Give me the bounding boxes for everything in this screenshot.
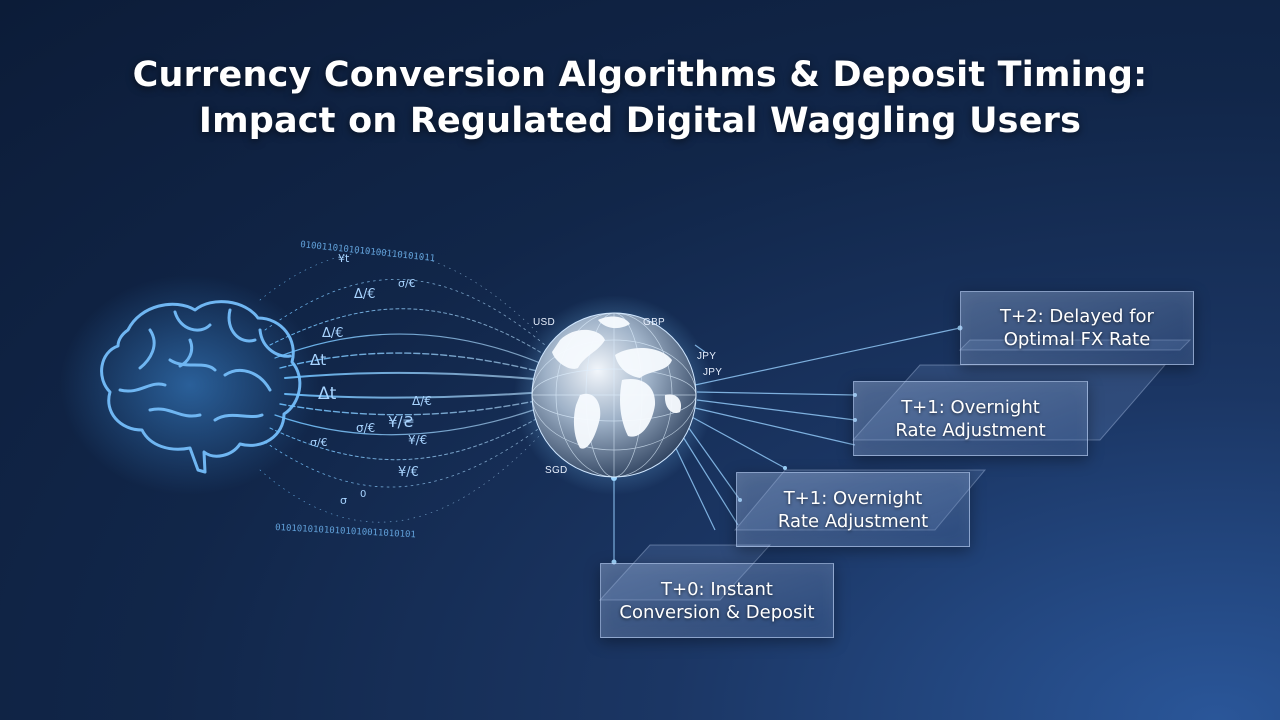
data-stream: [259, 251, 547, 523]
stream-symbol: Δ/€: [354, 287, 376, 302]
stream-symbol: ¥/₴: [388, 413, 414, 431]
currency-label-gbp: GBP: [643, 317, 666, 328]
stream-symbol: σ: [340, 494, 347, 507]
stream-symbol: σ/€: [310, 436, 328, 449]
stream-symbol: ¥t: [338, 252, 350, 265]
step-line-1: T+2: Delayed for: [1000, 306, 1154, 327]
step-line-2: Optimal FX Rate: [1003, 329, 1151, 350]
step-box-t1-lower: T+1: Overnight Rate Adjustment: [736, 472, 970, 547]
stream-symbol: ¥/€: [398, 465, 419, 480]
title-line-1: Currency Conversion Algorithms & Deposit…: [132, 55, 1148, 95]
stream-symbol: ¥/€: [408, 433, 427, 447]
stream-symbols: ¥t σ/€ Δ/€ Δ/€ Δt Δt Δ/€ σ/€ ¥/₴ ¥/€ ¥/€…: [310, 252, 432, 507]
currency-label-sgd: SGD: [545, 465, 568, 476]
step-box-t0: T+0: Instant Conversion & Deposit: [600, 563, 834, 638]
stream-symbol: σ/€: [398, 277, 416, 290]
stream-symbol: Δt: [310, 351, 326, 369]
binary-bottom: 01010101010101010011010101: [275, 523, 416, 540]
stream-symbol: Δt: [318, 384, 337, 404]
step-line-1: T+1: Overnight: [901, 396, 1040, 418]
page-title: Currency Conversion Algorithms & Deposit…: [0, 52, 1280, 144]
globe-icon: [531, 312, 697, 478]
brain-glow: [60, 275, 320, 495]
brain-icon: [100, 300, 302, 474]
stream-symbol: Δ/€: [322, 326, 344, 341]
binary-top: 0100110101010100110101011: [300, 240, 436, 264]
step-line-2: Rate Adjustment: [777, 510, 929, 532]
title-line-2: Impact on Regulated Digital Waggling Use…: [198, 101, 1082, 141]
step-line-2: Conversion & Deposit: [619, 601, 815, 623]
stream-symbol: σ/€: [356, 421, 375, 435]
step-box-t2: T+2: Delayed for Optimal FX Rate: [960, 291, 1194, 365]
step-line-2: Rate Adjustment: [895, 419, 1046, 441]
currency-label-usd: USD: [533, 317, 556, 328]
step-line-1: T+0: Instant: [661, 578, 773, 600]
currency-label-jpy: JPY: [703, 367, 723, 378]
stream-symbol: 0: [360, 489, 366, 500]
stream-symbol: Δ/€: [412, 394, 432, 408]
currency-label-jpy: JPY: [697, 351, 717, 362]
step-line-1: T+1: Overnight: [783, 487, 923, 509]
step-box-t1-upper: T+1: Overnight Rate Adjustment: [853, 381, 1088, 456]
